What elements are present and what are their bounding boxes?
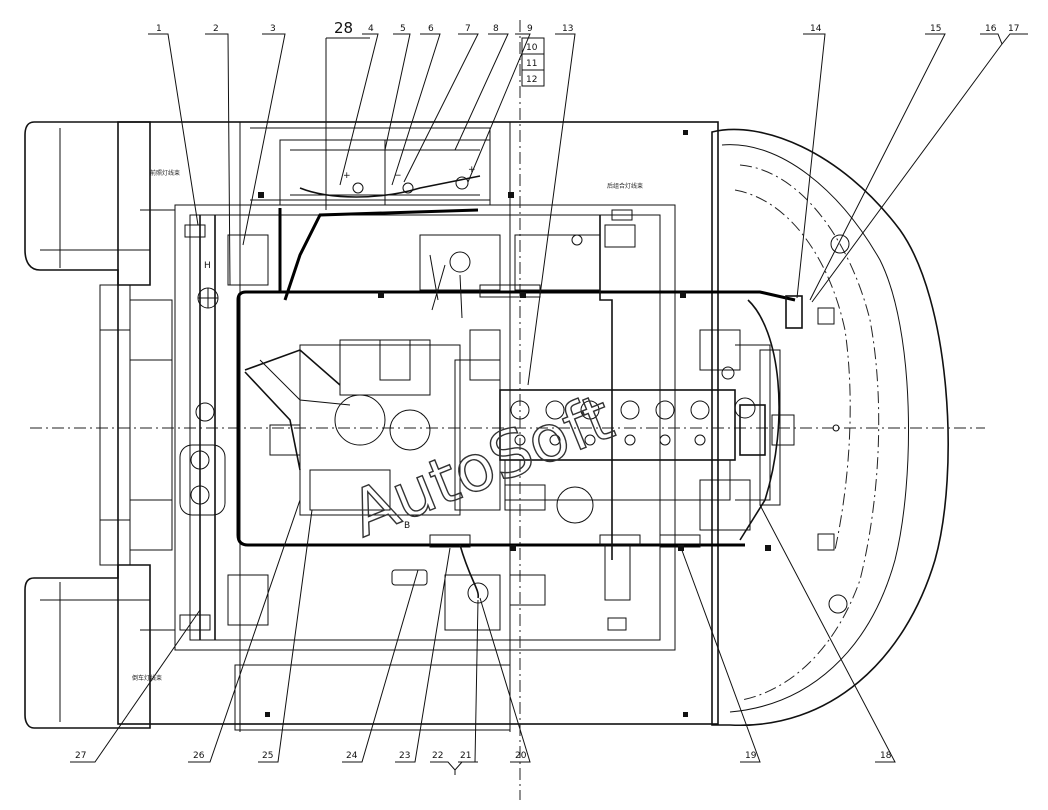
callout-15: 15 [930,24,941,34]
callout-18: 18 [880,751,892,761]
callout-25: 25 [262,751,273,761]
callout-26: 26 [193,751,205,761]
steering-components [140,209,269,631]
engine-block [454,329,751,531]
transmission-cluster [244,339,461,516]
callout-22: 22 [432,751,443,761]
front-right-wheel [24,564,151,729]
label-reverse-lamp-harness: 倒车灯线束 [132,674,162,682]
label-rear-combo-lamp-harness: 后组合灯线束 [607,182,643,190]
callout-6: 6 [428,24,434,34]
callout-21: 21 [460,751,471,761]
callout-7: 7 [465,24,471,34]
label-plus-right: + [468,165,476,175]
callout-numbers: 1 2 3 28 4 5 6 7 8 9 10 11 12 13 14 15 1… [75,19,1019,761]
callout-17: 17 [1008,24,1019,34]
watermark: AutoSoft [341,381,624,553]
counterweight-outline [711,128,949,726]
callout-24: 24 [346,751,358,761]
callout-11: 11 [526,59,537,69]
rear-connectors [604,209,803,380]
label-plug-h: H [204,261,211,271]
callout-9: 9 [527,24,533,34]
callout-16: 16 [985,24,997,34]
label-mark-b: B [404,521,410,531]
callout-19: 19 [745,751,757,761]
front-axle [99,284,173,566]
callout-23: 23 [399,751,410,761]
harness-labels: 前照灯线束 倒车灯线束 后组合灯线束 H B + − + [132,165,643,682]
callout-4: 4 [368,24,374,34]
radiator-fan [734,344,795,506]
callout-14: 14 [810,24,822,34]
label-plus-left: + [343,171,351,181]
front-left-wheel [24,121,151,286]
label-minus-left: − [394,171,402,181]
callout-2: 2 [213,24,219,34]
chassis-frame [30,20,985,800]
label-front-lamp-harness: 前照灯线束 [150,169,180,177]
callout-5: 5 [400,24,406,34]
callout-table [521,37,545,87]
callout-13: 13 [562,24,573,34]
callout-20: 20 [515,751,527,761]
leader-lines-bottom [70,499,896,775]
air-filter [419,234,601,319]
callout-3: 3 [270,24,276,34]
callout-10: 10 [526,43,538,53]
callout-28: 28 [334,19,353,37]
lower-components [391,534,701,631]
leader-lines-top [148,33,1028,386]
callout-12: 12 [526,75,537,85]
callout-8: 8 [493,24,499,34]
callout-1: 1 [156,24,162,34]
callout-27: 27 [75,751,86,761]
